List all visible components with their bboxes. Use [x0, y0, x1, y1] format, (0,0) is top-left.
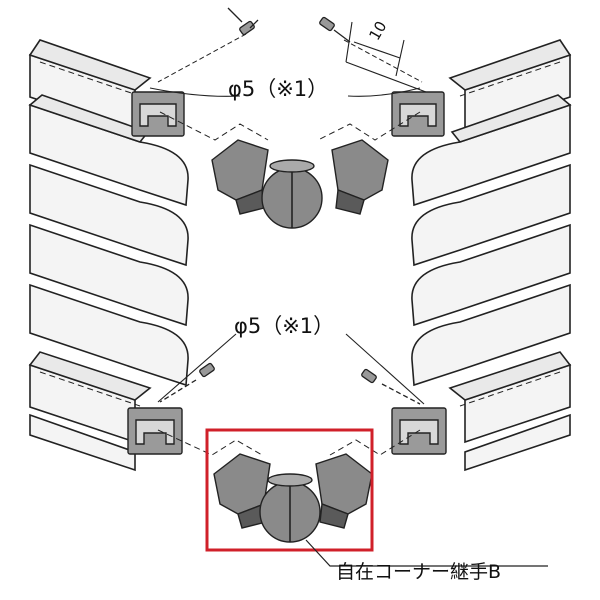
right-rail-7 — [464, 413, 571, 472]
corner-joint-icon — [211, 139, 389, 229]
left-rail-7 — [29, 413, 136, 472]
screw-icon — [159, 362, 215, 403]
highlight-box — [205, 428, 374, 552]
diameter-leaders-top — [149, 87, 421, 97]
screw-guides — [157, 33, 423, 83]
right-rail-2 — [411, 103, 571, 207]
left-rail-profile-top — [131, 91, 185, 137]
part-callout-leader — [305, 539, 548, 567]
right-rail-4 — [411, 223, 571, 327]
dimension-label: 10 — [365, 18, 390, 44]
left-dash-guides — [39, 61, 141, 407]
right-dash-guides — [459, 61, 561, 407]
left-rail-4 — [29, 223, 189, 327]
screw-icon — [227, 7, 259, 36]
left-rail-3 — [29, 163, 189, 267]
screw-icon — [319, 16, 351, 43]
left-rail-stack — [28, 39, 189, 472]
corner-joint-icon — [213, 453, 373, 543]
assembly-guides — [157, 111, 421, 456]
left-rail-2 — [29, 103, 189, 207]
dimension-marker — [345, 21, 427, 93]
left-rail-profile-bottom — [127, 407, 183, 455]
diameter-leaders-bottom — [157, 333, 425, 405]
right-rail-profile-top — [391, 91, 445, 137]
right-rail-3 — [411, 163, 571, 267]
right-rail-stack — [411, 39, 572, 472]
right-rail-5 — [411, 283, 571, 387]
screw-icon — [361, 368, 421, 405]
diameter-label-bottom: φ5（※1） — [234, 314, 334, 338]
left-rail-5 — [29, 283, 189, 387]
diameter-label-top: φ5（※1） — [228, 77, 328, 101]
part-name-label: 自在コーナー継手B — [336, 561, 501, 583]
